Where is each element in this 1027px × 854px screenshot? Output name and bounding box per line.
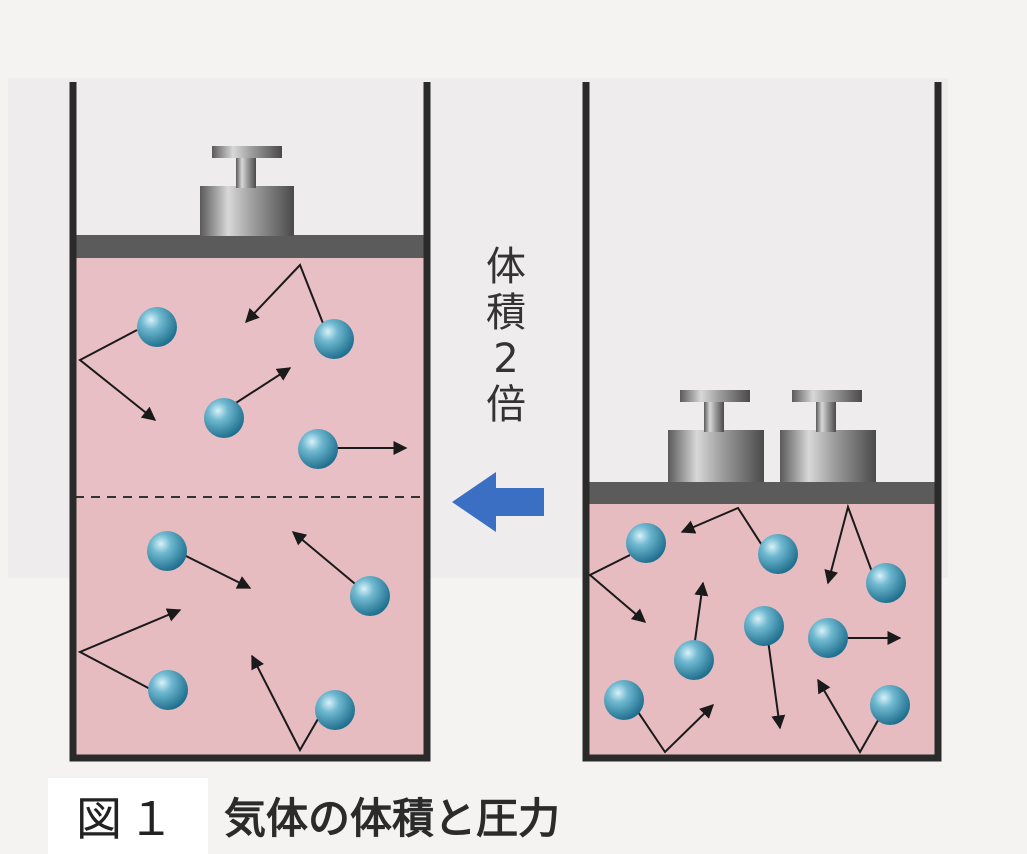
- left-arrow-icon: [452, 472, 544, 532]
- volume-label-char: 倍: [486, 382, 526, 428]
- left-piston: [73, 235, 427, 258]
- gas-molecule-icon: [604, 523, 910, 725]
- volume-label-char: 積: [486, 290, 526, 336]
- volume-label-char: 体: [486, 244, 526, 290]
- figure-number: 図１: [48, 778, 208, 854]
- right-cylinder: [582, 82, 942, 762]
- weight-icon: [668, 390, 764, 482]
- volume-double-label: 体 積 2 倍: [476, 244, 536, 428]
- right-cylinder-wall: [582, 82, 942, 762]
- weight-icon: [780, 390, 876, 482]
- figure-caption: 気体の体積と圧力: [224, 793, 561, 843]
- left-cylinder-wall: [69, 82, 431, 762]
- volume-label-char: 2: [493, 336, 519, 382]
- right-piston: [586, 482, 938, 504]
- weight-icon: [200, 146, 294, 236]
- gas-molecule-icon: [137, 307, 390, 730]
- left-cylinder: [69, 82, 431, 762]
